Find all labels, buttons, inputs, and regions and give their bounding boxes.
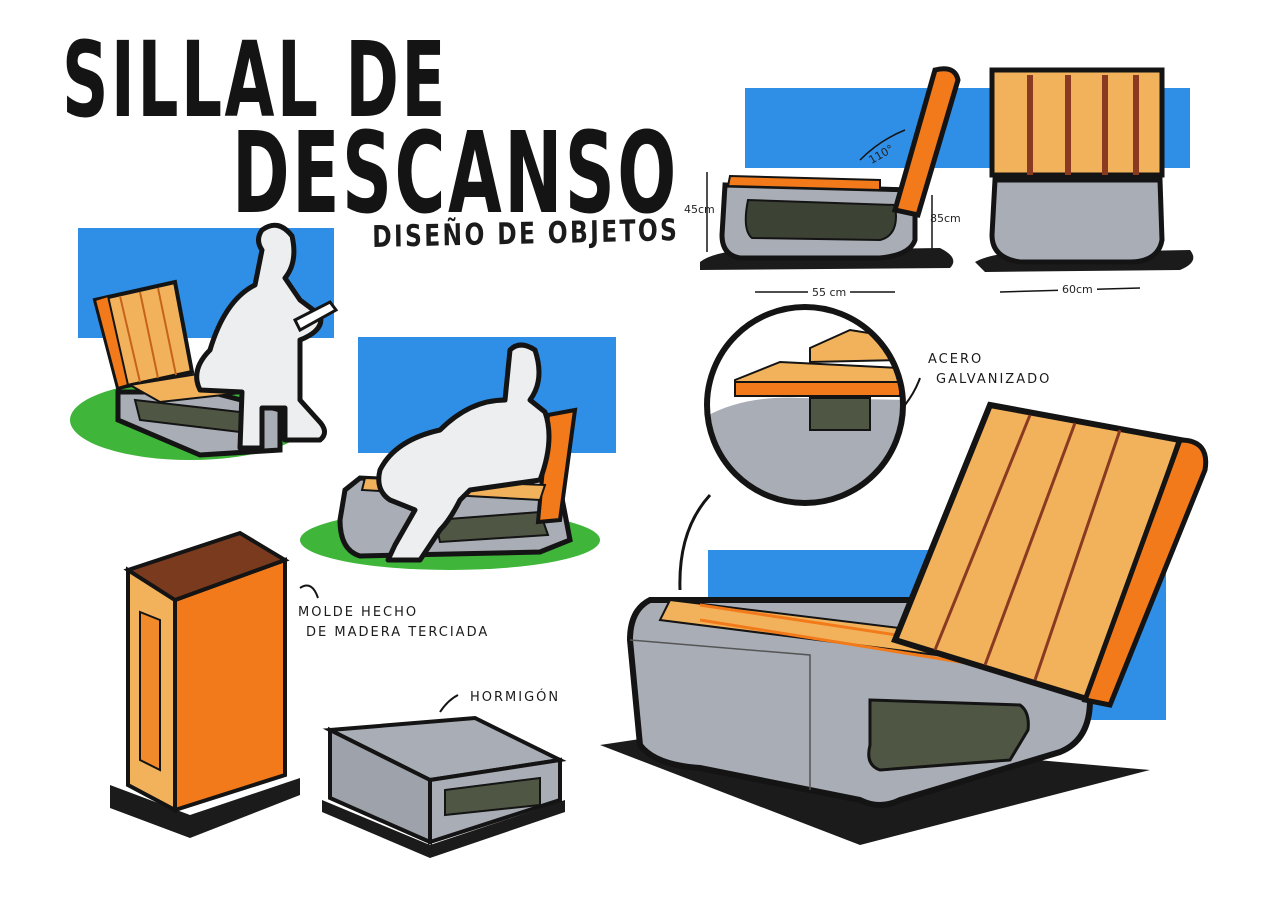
note-mold-line1: MOLDE HECHO	[298, 605, 419, 620]
concrete-base	[322, 694, 567, 858]
mold	[110, 530, 319, 838]
sheet-title-line2: DESCANSO	[232, 109, 679, 239]
main-perspective	[600, 401, 1209, 845]
note-material: ACERO GALVANIZADO	[928, 350, 1051, 390]
note-mold: MOLDE HECHO DE MADERA TERCIADA	[298, 603, 489, 643]
note-material-line1: ACERO	[928, 352, 984, 367]
front-elevation	[975, 67, 1194, 293]
note-concrete: HORMIGÓN	[470, 690, 561, 705]
note-material-line2: GALVANIZADO	[936, 372, 1052, 388]
detail-circle	[678, 304, 921, 591]
dim-back-height: 85cm	[930, 212, 961, 225]
scene-reading	[70, 222, 339, 460]
dim-side-height: 45cm	[684, 203, 715, 216]
note-mold-line2: DE MADERA TERCIADA	[306, 625, 490, 641]
scene-reclining	[300, 342, 600, 570]
dim-side-depth: 55 cm	[808, 286, 851, 299]
dim-front-width: 60cm	[1058, 283, 1097, 296]
sheet-title-line1: SILLAL DE	[62, 19, 448, 141]
side-elevation	[700, 66, 961, 293]
